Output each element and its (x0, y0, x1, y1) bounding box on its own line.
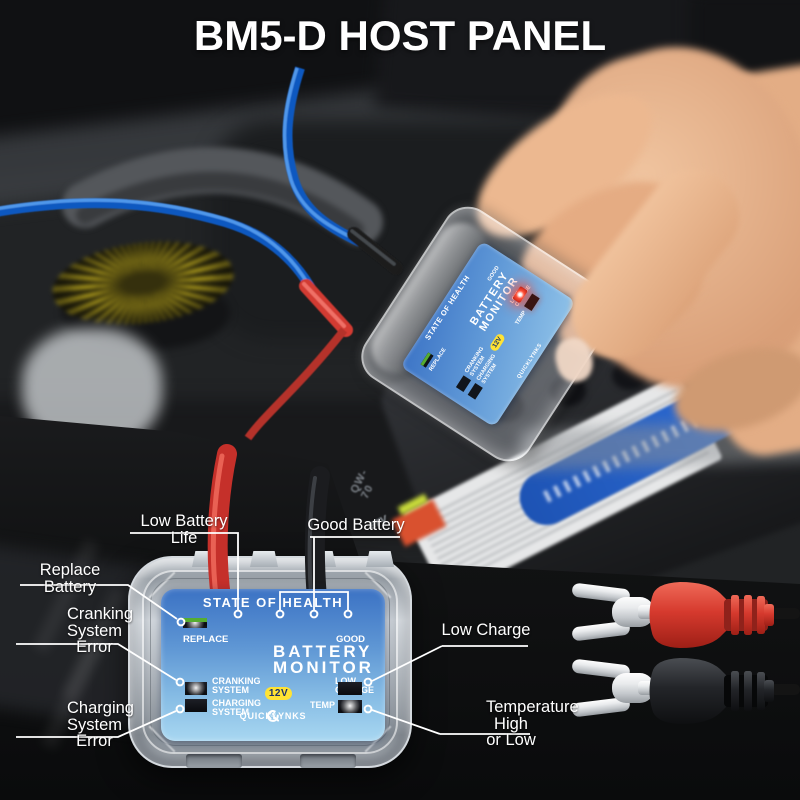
callout-dot-cranking (175, 677, 185, 687)
callout-dot-low-charge (363, 677, 373, 687)
callout-dot-good-3 (343, 609, 353, 619)
callout-dot-charging (175, 704, 185, 714)
callout-good-battery: Good Battery (307, 516, 405, 534)
case-foot (186, 754, 242, 768)
good-label: GOOD (335, 634, 365, 645)
black-fork-terminal (572, 658, 800, 724)
callout-low-charge: Low Charge (441, 621, 531, 639)
callout-low-battery-life: Low Battery Life (140, 512, 228, 547)
callout-dot-low-life (233, 609, 243, 619)
voltage-badge: 12V (265, 687, 292, 700)
red-cable (207, 444, 237, 608)
case-tab (250, 551, 278, 567)
black-cable (304, 466, 330, 608)
callout-dot-temp (363, 704, 373, 714)
case-foot (300, 754, 356, 768)
callout-dot-good-2 (309, 609, 319, 619)
red-fork-terminal (572, 582, 800, 648)
callout-dot-good-1 (275, 609, 285, 619)
temp-label: TEMP (309, 700, 335, 710)
cranking-system-led (185, 682, 207, 695)
temp-led (338, 700, 362, 713)
low-charge-led (338, 682, 362, 695)
case-inner-ring (142, 570, 398, 754)
replace-label: REPLACE (183, 634, 229, 645)
registered-mark: ® (270, 712, 276, 719)
quicklynks-logo-icon (266, 710, 280, 722)
case-tab (366, 551, 394, 567)
callout-replace-battery: Replace Battery (39, 561, 101, 596)
case-inner-ring (150, 578, 390, 746)
brand-name: QUICKLYNKS (239, 711, 307, 721)
callout-dot-replace (176, 617, 186, 627)
charging-system-led (185, 699, 207, 712)
page-title: BM5-D HOST PANEL (193, 12, 607, 59)
